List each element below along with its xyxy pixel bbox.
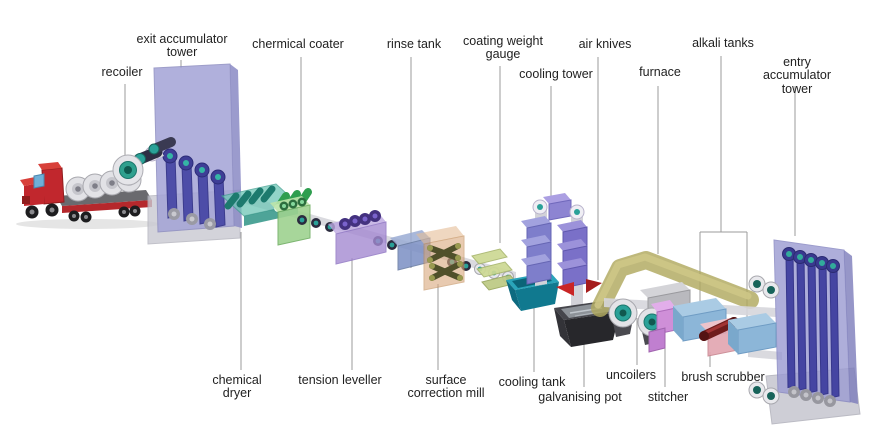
leader-lines	[124, 56, 796, 387]
label-coating-weight-gauge: coating weight gauge	[463, 34, 543, 62]
label-entry-accumulator-tower: entry accumulator tower	[762, 55, 832, 96]
mill-cross-rollers	[427, 243, 463, 281]
exit-tower-top-rollers	[162, 148, 226, 185]
label-recoiler: recoiler	[101, 65, 143, 79]
coating-weight-gauge	[471, 248, 518, 291]
steel-coils-on-trailer	[65, 167, 142, 202]
label-brush-scrubber: brush scrubber	[681, 370, 765, 384]
surface-correction-mill	[416, 226, 465, 291]
label-alkali-tanks: alkali tanks	[692, 36, 754, 50]
label-cooling-tank: cooling tank	[498, 375, 566, 389]
stitcher	[648, 300, 677, 353]
cooling-tower-right-column	[557, 220, 588, 289]
entry-tower-bottom-rollers	[788, 386, 836, 407]
label-rinse-tank: rinse tank	[386, 37, 442, 51]
label-cooling-tower: cooling tower	[519, 67, 593, 81]
alkali-tank-2	[728, 313, 777, 355]
tension-leveller	[328, 210, 387, 265]
exit-accumulator-tower	[134, 63, 242, 245]
label-chermical-coater: chermical coater	[252, 37, 344, 51]
label-chemical-dryer: chemical dryer	[212, 373, 262, 401]
entry-accumulator-tower	[748, 239, 861, 425]
label-uncoilers: uncoilers	[605, 368, 657, 382]
label-tension-leveller: tension leveller	[298, 373, 382, 387]
exit-tower-bottom-rollers	[168, 208, 216, 230]
label-galvanising-pot: galvanising pot	[538, 390, 622, 404]
label-exit-accumulator-tower: exit accumulator tower	[136, 32, 228, 60]
label-furnace: furnace	[639, 65, 681, 79]
cooling-tower-left-column	[521, 216, 552, 285]
cab-window	[33, 173, 45, 189]
air-knives	[556, 279, 602, 296]
entry-tower-top-rollers	[782, 247, 840, 273]
entry-tower-exit-rollers	[748, 275, 780, 405]
furnace	[591, 251, 759, 317]
label-surface-correction-mill: surface correction mill	[407, 373, 485, 401]
label-stitcher: stitcher	[647, 390, 689, 404]
delivery-truck	[16, 162, 160, 229]
label-air-knives: air knives	[578, 37, 632, 51]
recoiler	[112, 137, 176, 186]
